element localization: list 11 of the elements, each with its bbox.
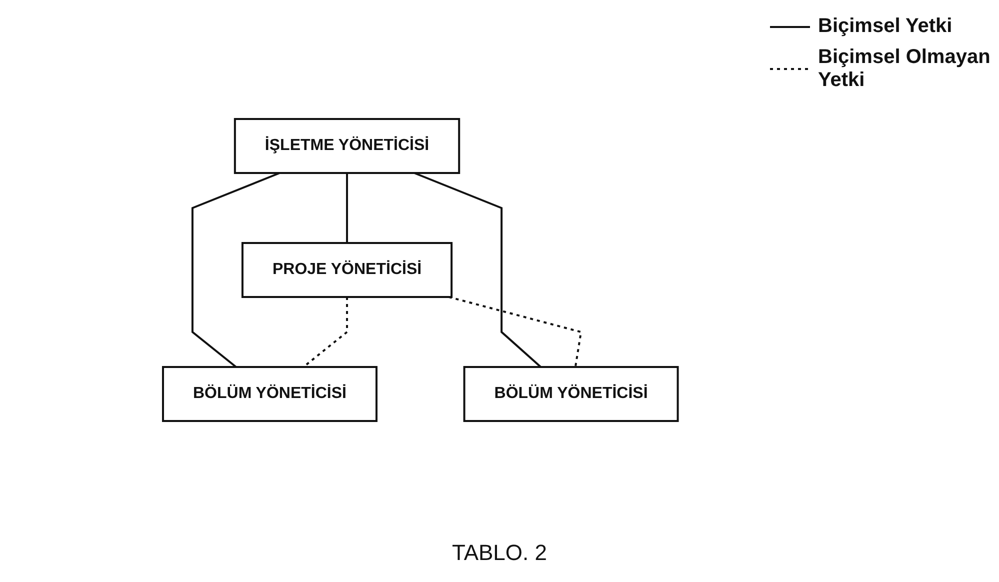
connector [414,172,542,368]
connector [191,172,280,368]
legend-text: Biçimsel Yetki [818,15,952,38]
node-box: BÖLÜM YÖNETİCİSİ [462,366,678,422]
legend-text: Biçimsel Olmayan Yetki [818,46,992,92]
node-box: BÖLÜM YÖNETİCİSİ [162,366,378,422]
caption: TABLO. 2 [452,540,547,565]
node-box: PROJE YÖNETİCİSİ [241,242,452,298]
connector [448,296,582,368]
node-box: İŞLETME YÖNETİCİSİ [234,118,460,174]
connector [346,173,348,243]
